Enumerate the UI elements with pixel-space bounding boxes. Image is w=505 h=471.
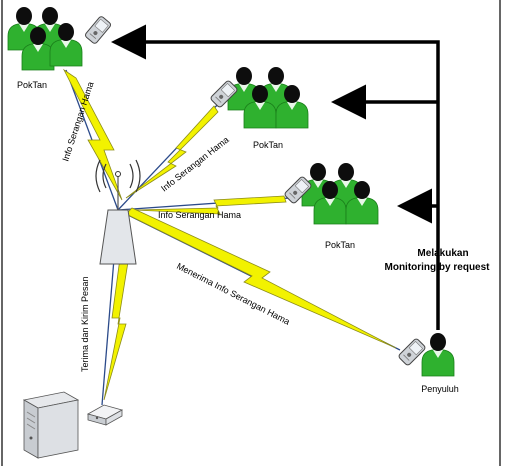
monitoring-label-line2: Monitoring by request <box>385 262 491 273</box>
group-label: PokTan <box>325 240 355 250</box>
bolt-g3 <box>133 195 287 215</box>
officer-label: Penyuluh <box>421 384 459 394</box>
server-computer-icon <box>22 391 80 459</box>
lightning-bolts <box>62 68 397 401</box>
link-label-server: Terima dan Kirim Pesan <box>80 276 90 372</box>
arrow-to-g1 <box>111 24 440 330</box>
gsm-modem-icon <box>86 404 124 426</box>
group-label: PokTan <box>17 80 47 90</box>
bolt-g1 <box>62 68 123 201</box>
extension-officer: Penyuluh <box>397 332 459 394</box>
group-label: PokTan <box>253 140 283 150</box>
poktan-group-2: PokTan <box>209 66 309 150</box>
bolt-g2 <box>125 105 219 199</box>
bolt-officer <box>125 207 397 349</box>
poktan-group-1: PokTan <box>7 6 113 90</box>
monitoring-arrows <box>111 24 440 330</box>
bolt-server <box>103 257 129 401</box>
poktan-group-3: PokTan <box>283 162 379 250</box>
link-label-g3: Info Serangan Hama <box>158 210 241 220</box>
cell-tower-icon <box>95 159 141 265</box>
monitoring-label-line1: Melakukan <box>417 248 468 259</box>
mobile-phone-icon <box>83 15 113 45</box>
